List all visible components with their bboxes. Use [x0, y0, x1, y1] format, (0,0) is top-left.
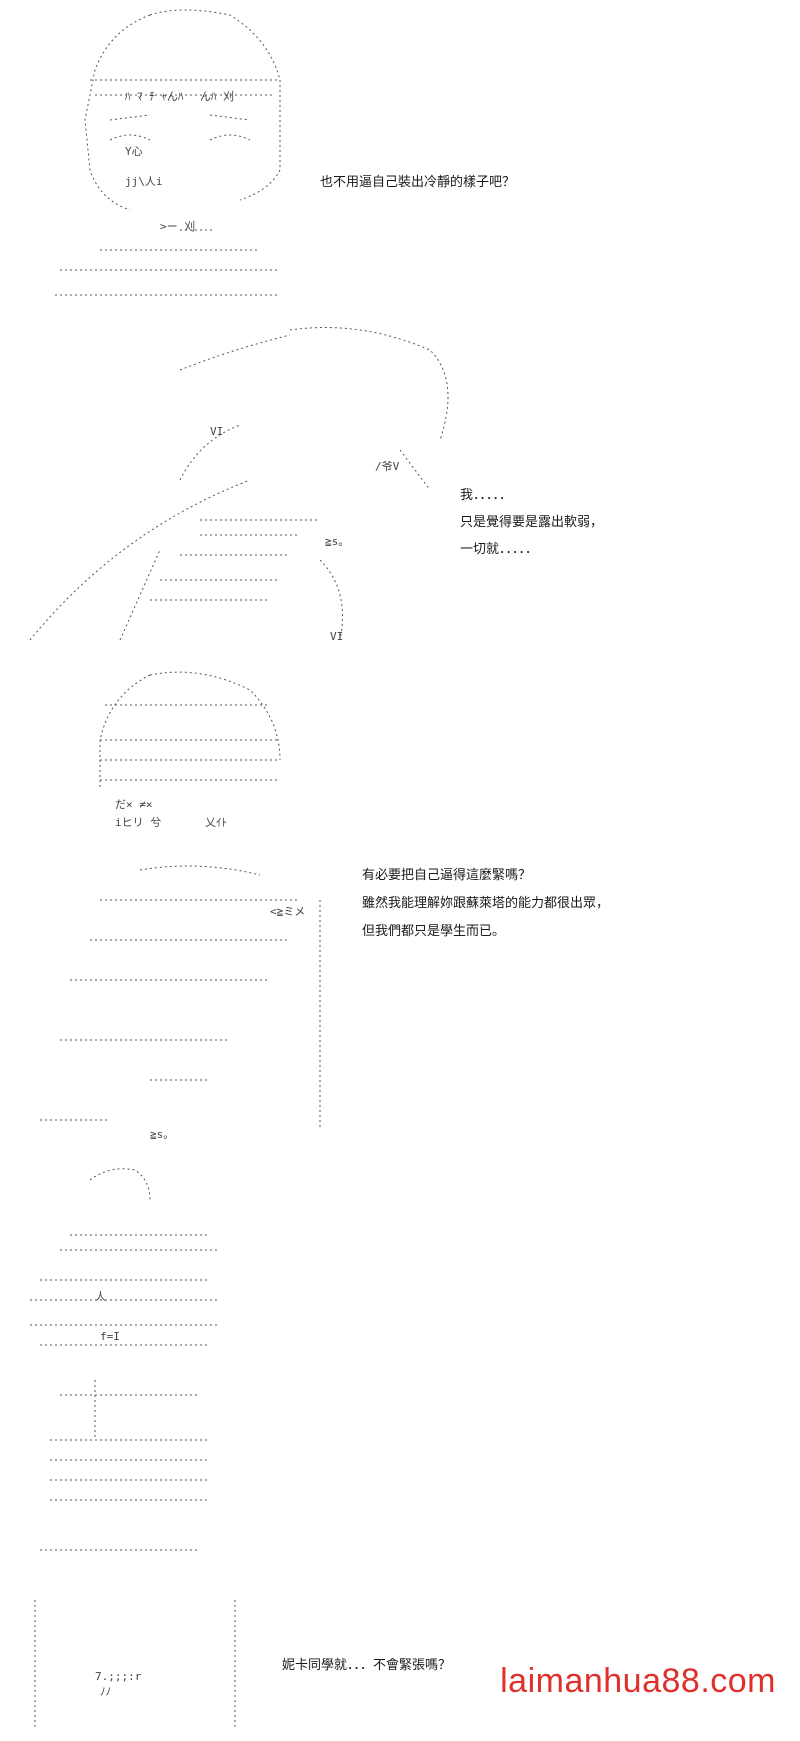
- dialog-line: 雖然我能理解妳跟蘇萊塔的能力都很出眾，: [362, 896, 610, 911]
- svg-text:f=I: f=I: [100, 1330, 120, 1343]
- svg-text:<≧ミメ: <≧ミメ: [270, 905, 305, 918]
- dialog-text-panel-1: 也不用逼自己裝出冷靜的樣子吧？: [320, 172, 515, 194]
- watermark-text: laimanhua88.com: [500, 1662, 776, 1700]
- svg-text:>ー 刈: >ー 刈: [160, 220, 195, 233]
- svg-text:/爷V: /爷V: [375, 459, 400, 473]
- dialog-line: 我．．．．．: [460, 488, 513, 503]
- dialog-line: 有必要把自己逼得這麼緊嗎？: [362, 868, 532, 883]
- svg-text:んﾊ 刈: んﾊ 刈: [200, 90, 234, 103]
- dialog-line: 也不用逼自己裝出冷靜的樣子吧？: [320, 175, 516, 190]
- dialog-line: 但我們都只是學生而已。: [362, 924, 506, 939]
- svg-text:人: 人: [95, 1290, 106, 1303]
- svg-text:VI: VI: [210, 425, 223, 438]
- svg-text:ﾊ ﾏ ﾁ ｬんﾊ: ﾊ ﾏ ﾁ ｬんﾊ: [125, 90, 184, 103]
- svg-text:Y心: Y心: [125, 145, 143, 158]
- svg-text:≧s。: ≧s。: [150, 1128, 174, 1141]
- svg-text:jj\人i: jj\人i: [125, 175, 163, 188]
- dialog-line: 只是覺得要是露出軟弱，: [460, 515, 604, 530]
- dialog-line: 一切就．．．．．: [460, 542, 539, 557]
- svg-text:≧s。: ≧s。: [325, 535, 349, 548]
- dialog-text-panel-2: 我．．．．． 只是覺得要是露出軟弱， 一切就．．．．．: [460, 485, 603, 561]
- dialog-text-panel-4: 妮卡同學就．．．不會緊張嗎？: [282, 1655, 451, 1677]
- svg-text:乂ｲﾄ: 乂ｲﾄ: [205, 816, 227, 829]
- dialog-line: 妮卡同學就．．．不會緊張嗎？: [282, 1658, 452, 1673]
- ascii-art-character-portrait: だ× ≠× iヒリ 兮 乂ｲﾄ <≧ミメ ≧s。: [40, 671, 321, 1141]
- svg-text:VI: VI: [330, 630, 343, 643]
- svg-text:ﾉﾉ: ﾉﾉ: [100, 1685, 111, 1698]
- panel-1: ﾊ ﾏ ﾁ ｬんﾊ んﾊ 刈 Y心 jj\人i >ー 刈 也不用逼自己裝出冷靜的…: [0, 0, 800, 310]
- dialog-text-panel-3: 有必要把自己逼得這麼緊嗎？ 雖然我能理解妳跟蘇萊塔的能力都很出眾， 但我們都只是…: [362, 865, 609, 943]
- panel-2: VI VI /爷V ≧s。 我．．．．． 只是覺得要是露出軟弱， 一切就．．．．…: [0, 310, 800, 660]
- svg-text:7.;;;:r: 7.;;;:r: [95, 1670, 142, 1683]
- ascii-art-character-portrait: 人 f=I 7.;;;:r ﾉﾉ: [30, 1168, 236, 1730]
- panel-4: 人 f=I 7.;;;:r ﾉﾉ 妮卡同學就．．．不會緊張嗎？ laimanhu…: [0, 1150, 800, 1741]
- ascii-art-character-portrait: ﾊ ﾏ ﾁ ｬんﾊ んﾊ 刈 Y心 jj\人i >ー 刈: [55, 9, 281, 296]
- svg-text:だ× ≠×: だ× ≠×: [115, 798, 153, 811]
- panel-3: だ× ≠× iヒリ 兮 乂ｲﾄ <≧ミメ ≧s。 有必要把自己逼得這麼緊嗎？ 雖…: [0, 660, 800, 1150]
- ascii-art-character-back-view: VI VI /爷V ≧s。: [29, 327, 449, 643]
- svg-text:iヒリ 兮: iヒリ 兮: [115, 815, 161, 829]
